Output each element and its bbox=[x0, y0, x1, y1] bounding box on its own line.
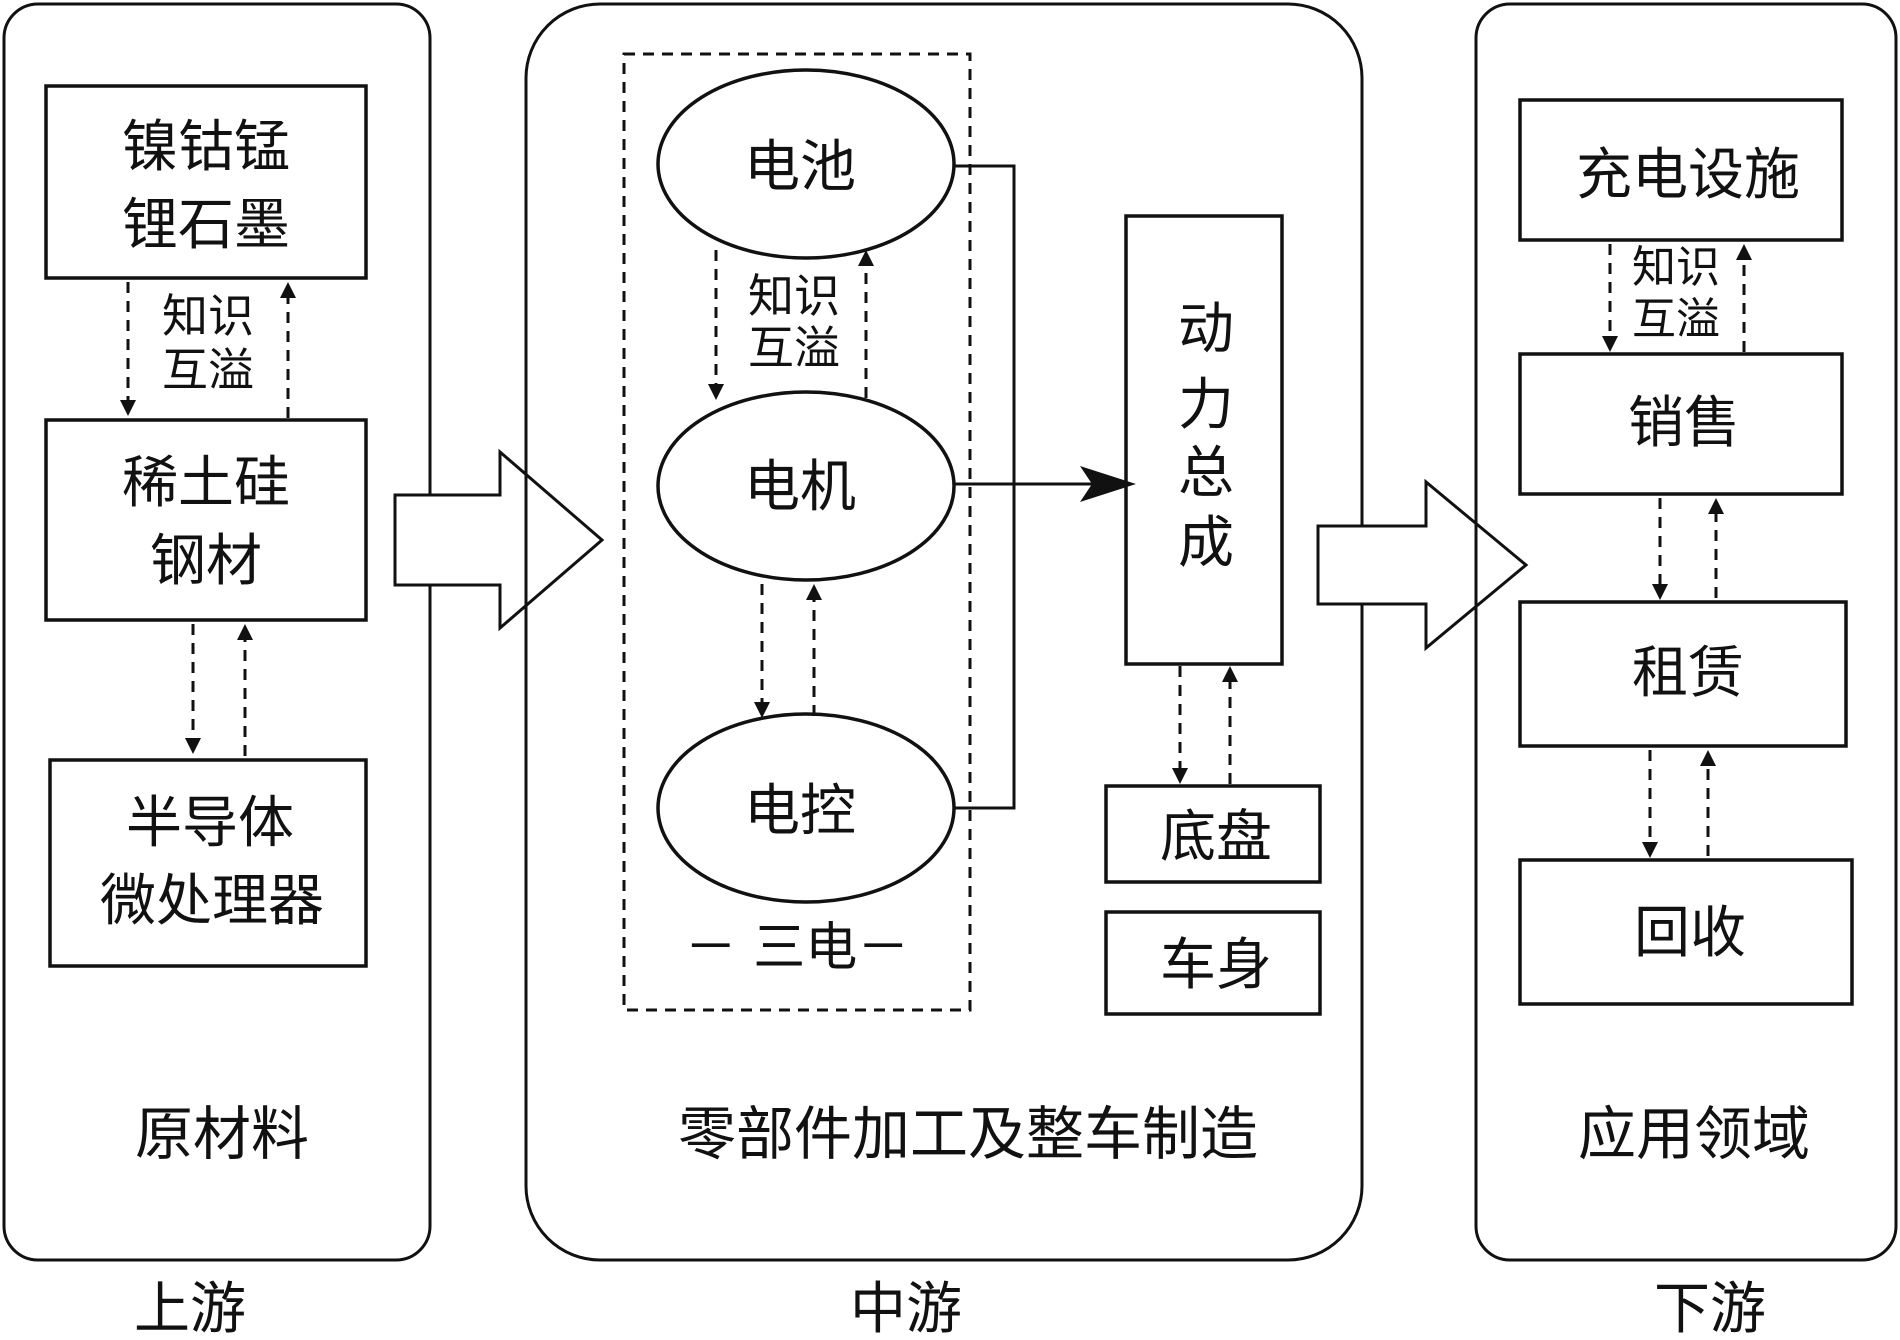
powertrain-label-line-3: 总 bbox=[1178, 441, 1234, 506]
arrowhead-down-icon bbox=[708, 384, 724, 400]
raw-material-box-2-line-2: 钢材 bbox=[150, 529, 262, 594]
stage-label-midstream: 中游 bbox=[850, 1277, 962, 1340]
arrowhead-down-icon bbox=[1652, 584, 1668, 600]
stage-label-downstream: 下游 bbox=[1654, 1277, 1766, 1340]
three-electric-bracket bbox=[954, 164, 1016, 810]
leasing-label: 租赁 bbox=[1632, 641, 1744, 706]
recycling-box bbox=[1518, 858, 1854, 1006]
section-title-midstream: 零部件加工及整车制造 bbox=[678, 1100, 1258, 1168]
spillover-label-line-1: 知识 bbox=[1632, 242, 1720, 293]
powertrain-label-line-1: 动 bbox=[1178, 297, 1234, 362]
arrowhead-up-icon bbox=[806, 584, 822, 600]
arrowhead-up-icon bbox=[280, 282, 296, 298]
spillover-label-line-2: 互溢 bbox=[748, 321, 840, 375]
chassis-box bbox=[1104, 784, 1322, 884]
body-label: 车身 bbox=[1160, 933, 1272, 998]
powertrain-box bbox=[1124, 214, 1284, 666]
leasing-box bbox=[1518, 600, 1848, 748]
arrowhead-down-icon bbox=[185, 738, 201, 754]
spillover-label-line-1: 知识 bbox=[748, 269, 840, 323]
arrowhead-up-icon bbox=[1736, 244, 1752, 260]
arrowhead-down-icon bbox=[1602, 336, 1618, 352]
charging-label: 充电设施 bbox=[1576, 143, 1800, 208]
spillover-label-line-2: 互溢 bbox=[1632, 294, 1720, 345]
chassis-label: 底盘 bbox=[1160, 805, 1272, 870]
powertrain-label-line-2: 力 bbox=[1178, 373, 1234, 438]
stage-label-upstream: 上游 bbox=[134, 1277, 246, 1340]
section-title-upstream: 原材料 bbox=[135, 1100, 309, 1168]
midstream-panel: 电池 电机 电控 知识 互溢 － 三电－ 动 力 总 成 底盘 bbox=[524, 2, 1364, 1262]
three-electric-label: － 三电－ bbox=[685, 918, 910, 978]
raw-material-box-1-line-2: 锂石墨 bbox=[122, 193, 290, 258]
raw-material-box-3 bbox=[48, 758, 368, 968]
powertrain-label-line-4: 成 bbox=[1178, 511, 1234, 576]
motor-label: 电机 bbox=[744, 455, 856, 520]
flow-arrow-upstream-to-midstream bbox=[393, 448, 605, 632]
downstream-panel: 充电设施 知识 互溢 销售 租赁 回收 应用领域 bbox=[1474, 2, 1898, 1262]
upstream-panel: 镍钴锰 锂石墨 知识 互溢 稀土硅 钢材 半导体 微处理器 原材料 bbox=[2, 2, 432, 1262]
flow-arrow-midstream-to-downstream bbox=[1316, 478, 1529, 652]
arrowhead-up-icon bbox=[1700, 750, 1716, 766]
sales-box bbox=[1518, 352, 1844, 496]
motor-node bbox=[656, 390, 956, 582]
control-label: 电控 bbox=[744, 779, 856, 844]
raw-material-box-3-line-1: 半导体 bbox=[126, 791, 294, 856]
spillover-label-line-1: 知识 bbox=[162, 289, 254, 343]
arrowhead-up-icon bbox=[1222, 666, 1238, 682]
three-electric-group bbox=[622, 52, 972, 1012]
arrowhead-up-icon bbox=[237, 624, 253, 640]
body-box bbox=[1104, 910, 1322, 1016]
arrowhead-down-icon bbox=[120, 400, 136, 416]
arrowhead-down-icon bbox=[754, 702, 770, 718]
raw-material-box-1-line-1: 镍钴锰 bbox=[122, 115, 290, 180]
raw-material-box-2-line-1: 稀土硅 bbox=[122, 451, 290, 516]
raw-material-box-1 bbox=[44, 84, 368, 280]
battery-node bbox=[656, 68, 956, 260]
arrowhead-down-icon bbox=[1172, 768, 1188, 784]
arrowhead-right-icon bbox=[1080, 466, 1136, 502]
charging-box bbox=[1518, 98, 1844, 242]
spillover-label-line-2: 互溢 bbox=[162, 343, 254, 397]
battery-label: 电池 bbox=[744, 135, 856, 200]
recycling-label: 回收 bbox=[1634, 901, 1746, 966]
raw-material-box-2 bbox=[44, 418, 368, 622]
arrowhead-down-icon bbox=[1642, 842, 1658, 858]
sales-label: 销售 bbox=[1628, 391, 1740, 456]
raw-material-box-3-line-2: 微处理器 bbox=[100, 869, 324, 934]
arrowhead-up-icon bbox=[1708, 498, 1724, 514]
section-title-downstream: 应用领域 bbox=[1578, 1100, 1810, 1168]
arrowhead-up-icon bbox=[858, 250, 874, 266]
